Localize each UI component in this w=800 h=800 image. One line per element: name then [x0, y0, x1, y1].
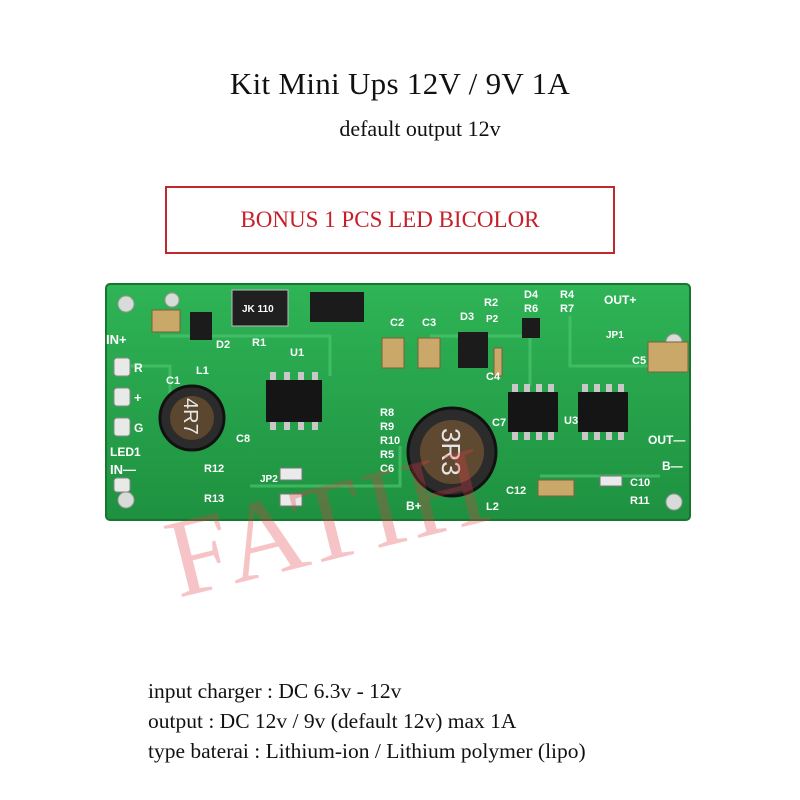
ic-u2 — [508, 392, 558, 432]
label-c5: C5 — [632, 355, 646, 367]
label-r7: R7 — [560, 303, 574, 315]
label-r1: R1 — [252, 337, 266, 349]
label-r4: R4 — [560, 289, 575, 301]
label-led1: LED1 — [110, 445, 141, 459]
label-r2: R2 — [484, 297, 498, 309]
label-c6: C6 — [380, 463, 394, 475]
inductor-l1-marking: 4R7 — [179, 398, 201, 435]
label-out-plus: OUT+ — [604, 293, 636, 307]
label-plus: + — [134, 390, 142, 405]
mount-hole-top-left — [117, 295, 135, 313]
diode-top — [310, 292, 364, 322]
capacitor-c4 — [493, 347, 503, 377]
label-b-plus: B+ — [406, 499, 422, 513]
ic-u3 — [578, 392, 628, 432]
label-d3: D3 — [460, 311, 474, 323]
pad-r — [113, 357, 131, 377]
pcb-body — [105, 283, 691, 521]
resistor-r11 — [599, 475, 623, 487]
label-c7: C7 — [492, 417, 506, 429]
transistor-p2 — [522, 318, 540, 338]
pad-g — [113, 417, 131, 437]
pad-in-minus — [113, 477, 131, 493]
label-r8: R8 — [380, 407, 394, 419]
label-r6: R6 — [524, 303, 538, 315]
product-title: Kit Mini Ups 12V / 9V 1A — [229, 66, 571, 101]
label-d4: D4 — [524, 289, 539, 301]
label-c4: C4 — [486, 371, 501, 383]
spec-list: input charger : DC 6.3v - 12v output : D… — [148, 676, 586, 766]
label-jk110: JK 110 — [242, 304, 274, 315]
pad-plus — [113, 387, 131, 407]
component-jk110 — [231, 289, 289, 327]
label-c1: C1 — [166, 375, 180, 387]
bonus-banner: BONUS 1 PCS LED BICOLOR — [165, 186, 615, 254]
product-subtitle: default output 12v — [339, 116, 501, 141]
label-c10: C10 — [630, 477, 650, 489]
spec-input: input charger : DC 6.3v - 12v — [148, 679, 402, 703]
capacitor-c3 — [417, 337, 441, 369]
label-c8: C8 — [236, 433, 250, 445]
label-r13: R13 — [204, 493, 224, 505]
resistor-r12 — [279, 467, 303, 481]
diode-d1 — [190, 312, 212, 340]
label-r10: R10 — [380, 435, 400, 447]
label-r12: R12 — [204, 463, 224, 475]
inductor-l2-marking: 3R3 — [436, 428, 466, 476]
pcb-board-illustration: IN+ IN— LED1 R + G D2 R1 U1 L1 C1 C8 R12… — [105, 283, 691, 521]
label-r5: R5 — [380, 449, 394, 461]
label-b-minus: B— — [662, 459, 683, 473]
mount-hole-right-bottom — [665, 493, 683, 511]
label-u3: U3 — [564, 415, 578, 427]
label-c3: C3 — [422, 317, 436, 329]
label-jp2: JP2 — [260, 474, 278, 485]
capacitor-c1-area — [151, 309, 181, 333]
label-jp1: JP1 — [606, 330, 624, 341]
mount-hole-top-mid — [164, 292, 180, 308]
label-in-minus: IN— — [110, 462, 136, 477]
ic-u1 — [266, 380, 322, 422]
label-d2: D2 — [216, 339, 230, 351]
label-c2: C2 — [390, 317, 404, 329]
label-r: R — [134, 361, 143, 375]
capacitor-c12 — [537, 479, 575, 497]
label-r9: R9 — [380, 421, 394, 433]
capacitor-c2 — [381, 337, 405, 369]
label-p2: P2 — [486, 314, 499, 325]
spec-battery: type baterai : Lithium-ion / Lithium pol… — [148, 739, 586, 763]
label-in-plus: IN+ — [106, 332, 127, 347]
bonus-text: BONUS 1 PCS LED BICOLOR — [240, 207, 540, 232]
label-out-minus: OUT— — [648, 433, 685, 447]
diode-d3 — [458, 332, 488, 368]
resistor-r13 — [279, 493, 303, 507]
label-c12: C12 — [506, 485, 526, 497]
label-r11: R11 — [630, 495, 650, 507]
mount-hole-bottom-left — [117, 491, 135, 509]
label-u1: U1 — [290, 347, 304, 359]
label-g: G — [134, 421, 143, 435]
label-l2: L2 — [486, 501, 499, 513]
spec-output: output : DC 12v / 9v (default 12v) max 1… — [148, 709, 517, 733]
capacitor-c5 — [647, 341, 689, 373]
label-l1: L1 — [196, 365, 209, 377]
